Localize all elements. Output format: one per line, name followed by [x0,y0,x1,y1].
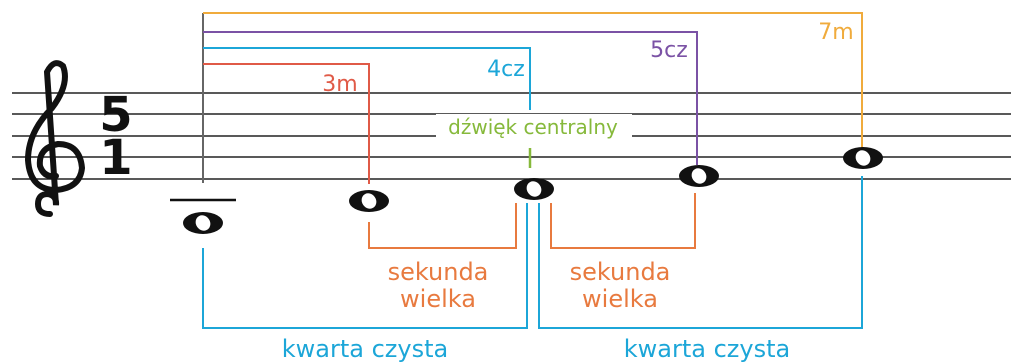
note-3-center [514,178,554,200]
bracket-fourth-perfect [203,47,531,110]
time-signature-top: 5 [99,87,132,143]
label-second-left-1: sekunda [388,258,489,286]
treble-clef-icon [24,60,86,217]
bracket-second-left [368,203,517,249]
upper-brackets [202,12,863,184]
center-label-bg [436,114,632,140]
time-signature-bottom: 1 [99,130,132,186]
label-fourth-left: kwarta czysta [282,335,448,363]
label-fourth-perfect: 4cz [487,57,525,82]
center-tone-label: dźwięk centralny [448,115,618,139]
bracket-third-minor [203,63,370,184]
label-fifth-perfect: 5cz [650,38,688,63]
label-second-right-2: wielka [582,285,658,313]
bracket-fourth-left [202,203,528,329]
note-2 [349,190,389,212]
bracket-second-right [550,193,696,249]
bracket-fifth-perfect [203,31,698,165]
label-fourth-right: kwarta czysta [624,335,790,363]
note-1 [183,212,223,234]
note-5 [843,147,883,169]
bracket-seventh-minor [203,12,863,148]
label-second-right-1: sekunda [570,258,671,286]
bracket-fourth-right [538,176,863,329]
lower-brackets [202,176,863,329]
notes [170,147,883,234]
note-4 [679,165,719,187]
label-second-left-2: wielka [400,285,476,313]
label-third-minor: 3m [322,72,357,97]
label-seventh-minor: 7m [818,20,853,45]
